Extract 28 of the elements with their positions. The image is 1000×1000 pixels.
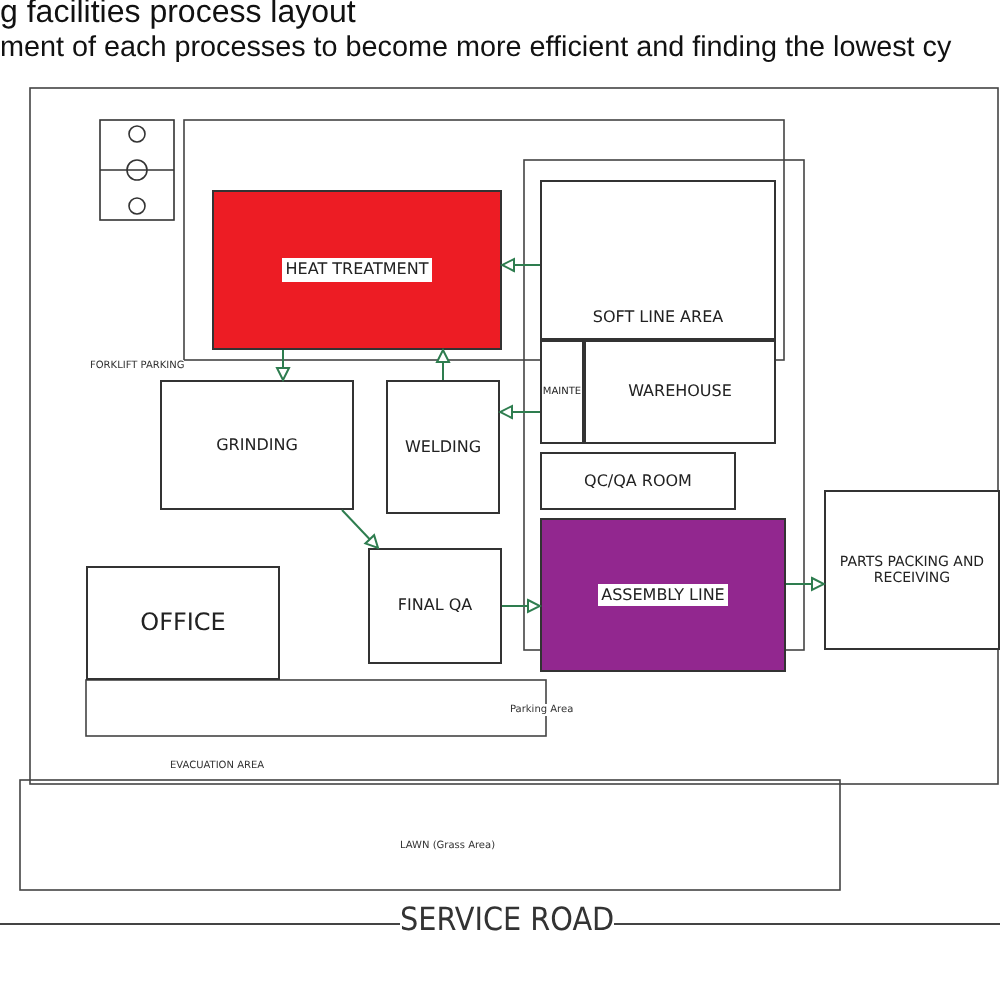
flow-arrow — [436, 349, 450, 381]
room-area — [386, 380, 500, 514]
room-label: ASSEMBLY LINE — [597, 583, 729, 607]
room-label: HEAT TREATMENT — [281, 258, 433, 282]
flow-arrow — [785, 577, 825, 591]
room-area — [368, 548, 502, 664]
room-label: WELDING — [402, 435, 484, 459]
room-area — [540, 180, 776, 340]
room-label: QC/QA ROOM — [582, 469, 694, 493]
caption: ment of each processes to become more efficient and finding the lowest cy — [0, 32, 952, 64]
room-area — [540, 518, 786, 672]
room-area — [212, 190, 502, 350]
flow-arrow — [501, 599, 541, 613]
room-label: OFFICE — [138, 606, 228, 640]
room-area — [824, 490, 1000, 650]
flow-arrow — [276, 349, 290, 381]
room-label: SOFT LINE AREA — [590, 306, 726, 330]
room-label: FINAL QA — [395, 594, 475, 618]
room-area — [160, 380, 354, 510]
room-area — [584, 340, 776, 444]
room-label: GRINDING — [214, 433, 300, 457]
flow-arrow — [341, 509, 379, 549]
room-area — [540, 340, 584, 444]
flow-arrow — [501, 258, 541, 272]
flow-arrow — [499, 405, 541, 419]
room-area — [540, 452, 736, 510]
room-label: WAREHOUSE — [626, 380, 734, 404]
room-area — [86, 566, 280, 680]
